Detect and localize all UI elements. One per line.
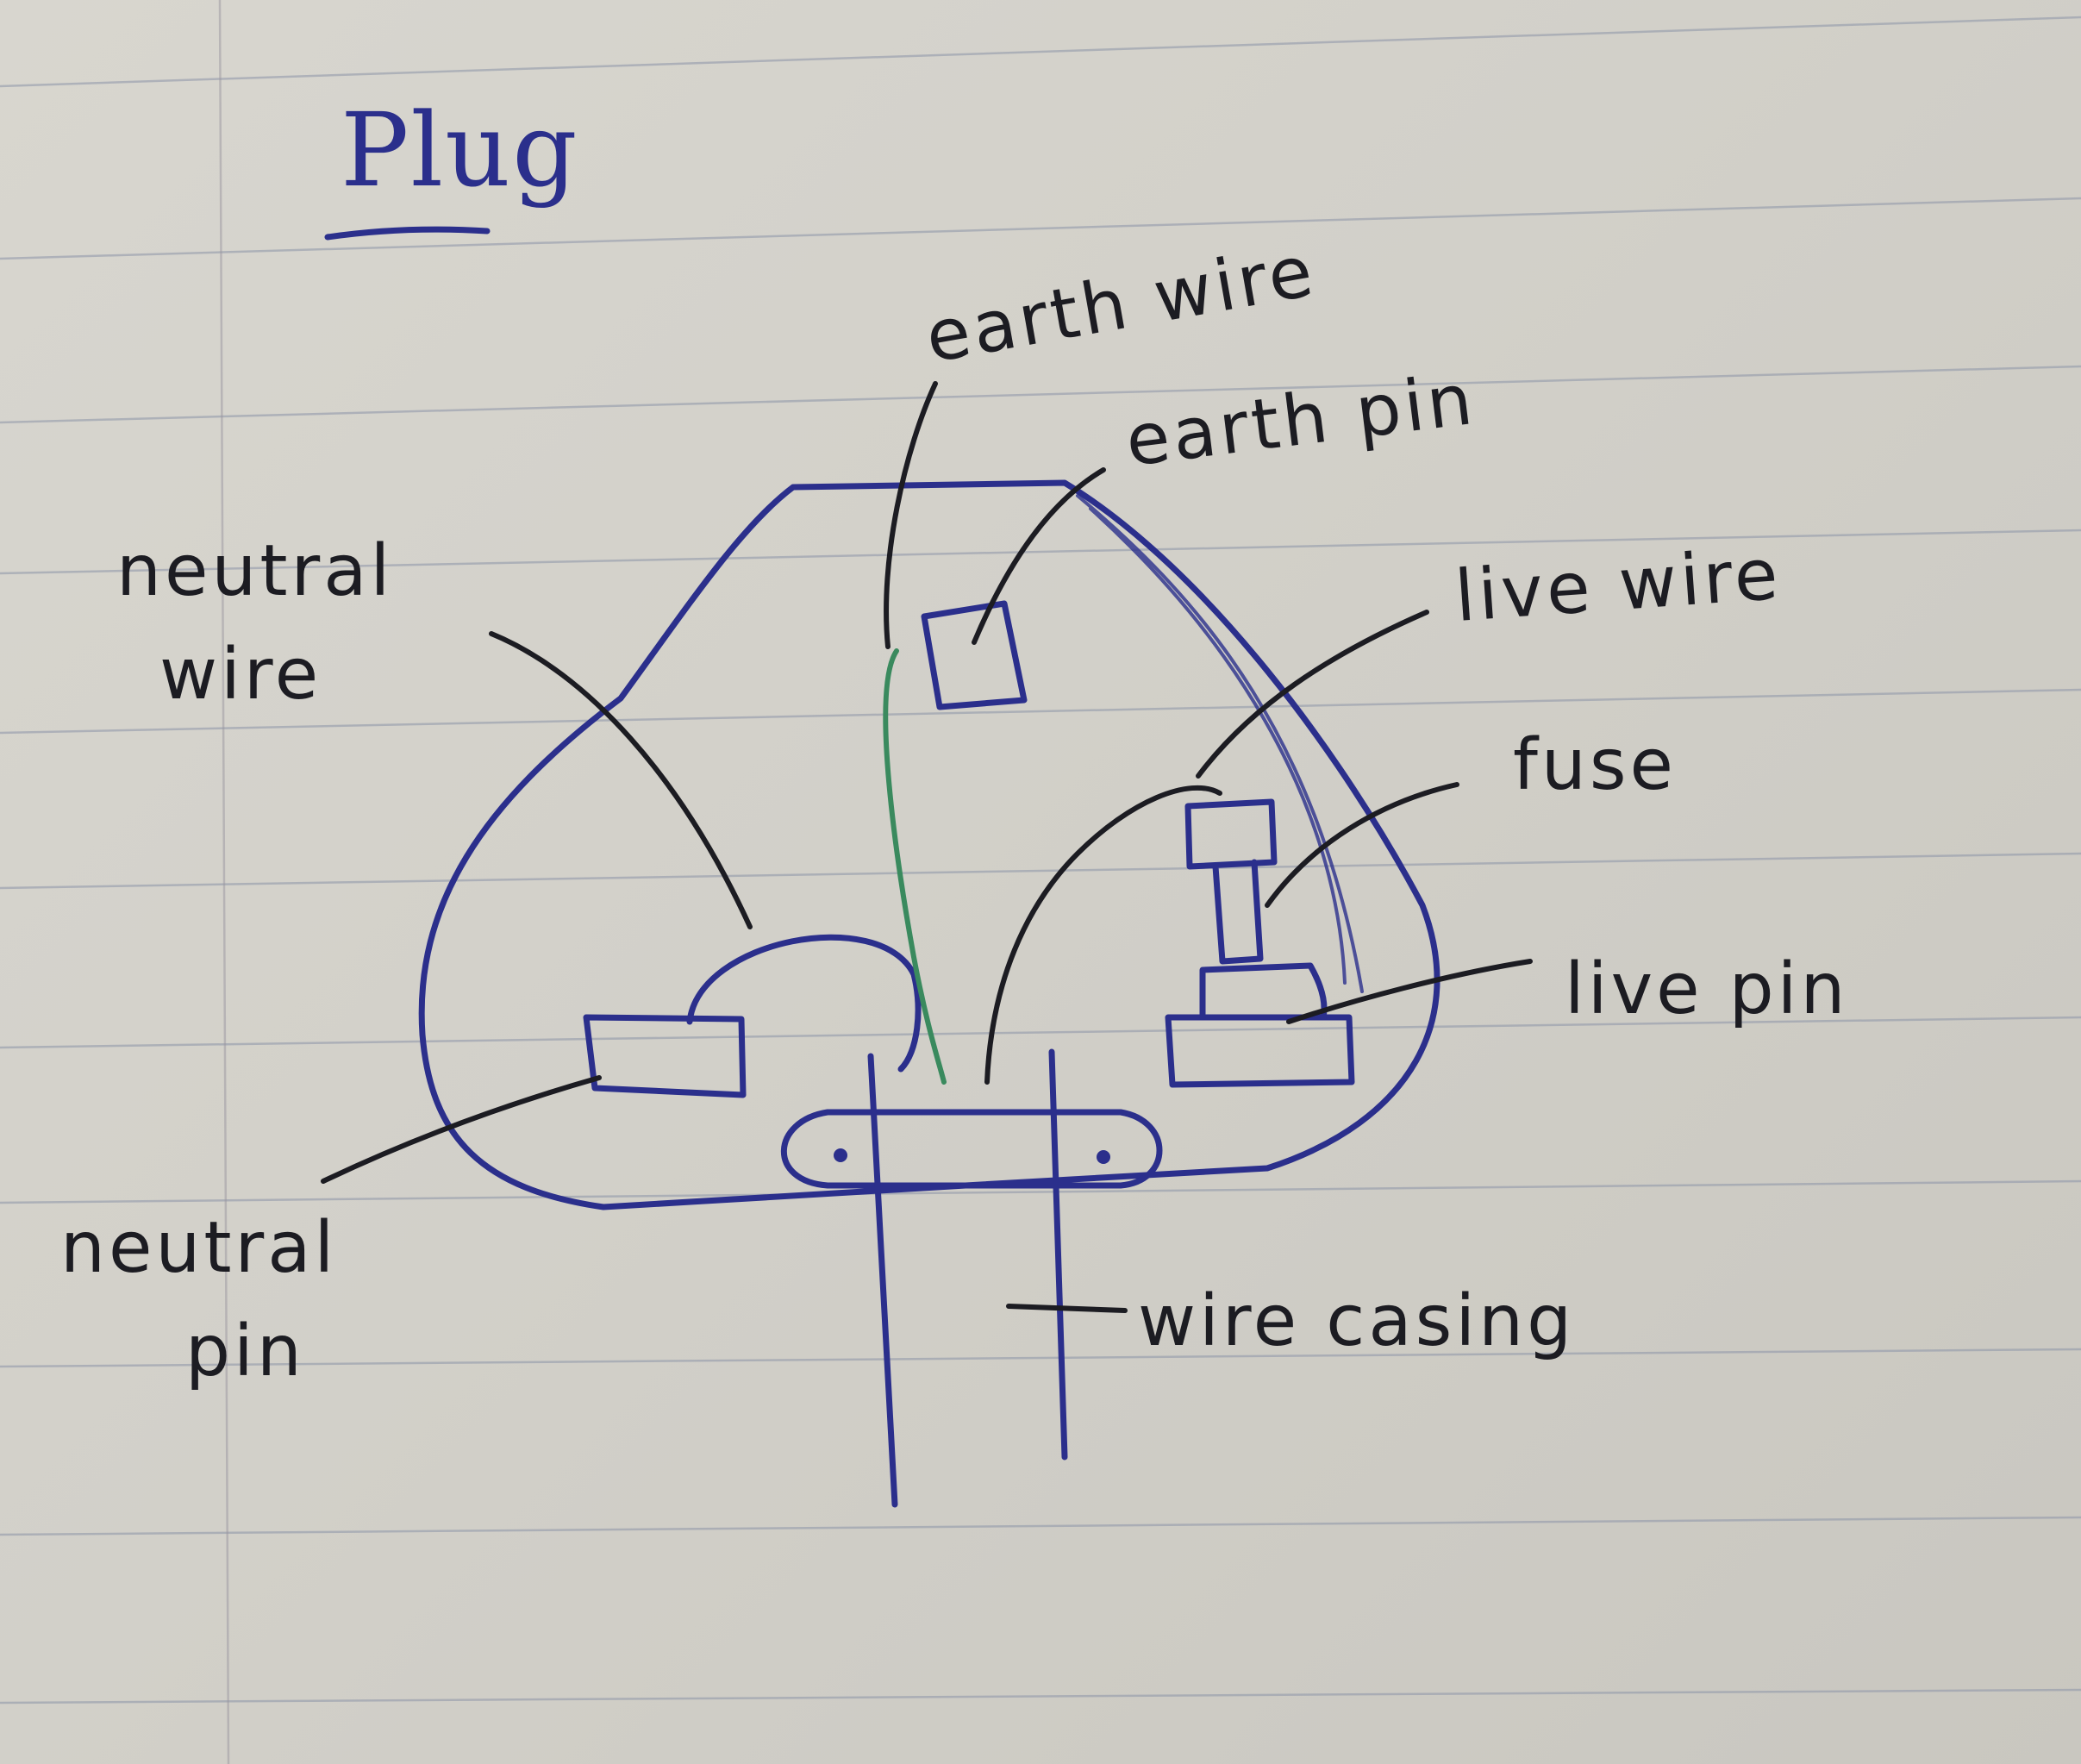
diagram-title: Plug (341, 91, 579, 210)
neutral-wire (686, 934, 922, 1073)
live-terminal-shape (1199, 962, 1328, 1021)
leader-earth-pin (972, 467, 1106, 645)
label-live-wire: live wire (1453, 534, 1784, 638)
live-pin-shape (1165, 1014, 1355, 1088)
label-neutral-pin-line2: pin (185, 1310, 305, 1392)
label-fuse: fuse (1513, 724, 1677, 806)
grip-screw-right (1097, 1150, 1110, 1164)
label-neutral-wire-line1: neutral (116, 530, 393, 612)
plug-casing-outline (418, 479, 1440, 1210)
label-earth-pin: earth pin (1122, 359, 1480, 483)
leader-lines (321, 381, 1533, 1313)
label-neutral-pin-line1: neutral (60, 1207, 337, 1289)
leader-neutral-pin (321, 1075, 602, 1184)
wire-casing (867, 1048, 1068, 1508)
margin-line (218, 0, 230, 1764)
label-neutral-wire-line2: wire (159, 634, 322, 716)
label-wire-casing: wire casing (1138, 1280, 1575, 1362)
leader-wire-casing (1006, 1304, 1128, 1313)
leader-neutral-wire (489, 631, 753, 929)
casing-side-lines (1076, 494, 1364, 993)
fuse-shape (1184, 798, 1278, 965)
leader-live-wire (1196, 610, 1429, 779)
label-earth-wire: earth wire (920, 230, 1322, 379)
grip-screw-left (834, 1148, 847, 1162)
earth-wire (883, 648, 947, 1085)
leader-earth-wire (884, 381, 938, 649)
leader-fuse (1265, 782, 1459, 908)
neutral-pin-shape (583, 1014, 747, 1098)
title-underline (324, 226, 491, 241)
ruled-lines (0, 16, 2081, 1705)
label-live-pin: live pin (1565, 948, 1848, 1030)
live-wire (984, 785, 1222, 1085)
earth-pin-shape (921, 600, 1028, 710)
cord-grip (780, 1109, 1163, 1189)
leader-live-pin (1286, 959, 1533, 1024)
